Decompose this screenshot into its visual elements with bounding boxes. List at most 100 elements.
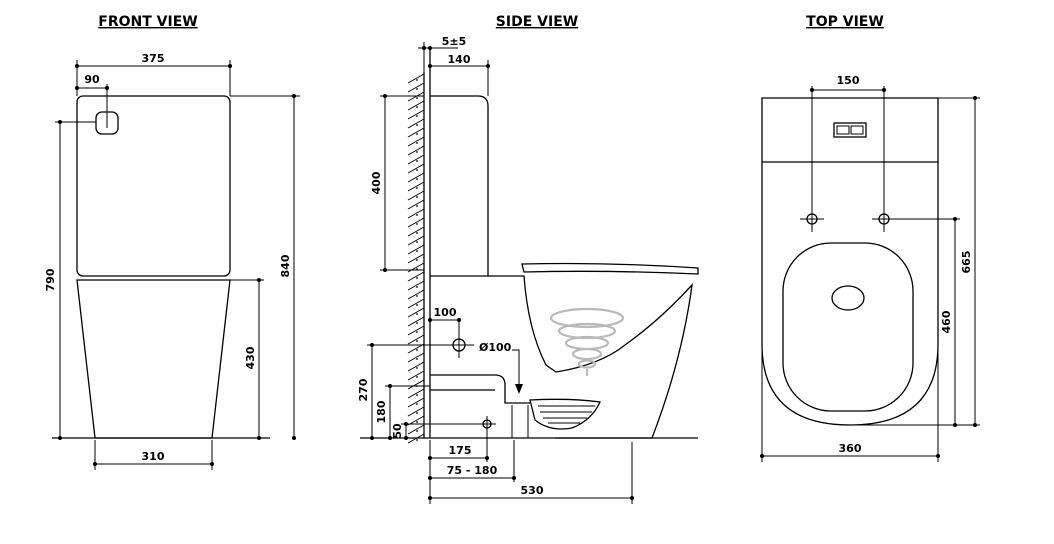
wall-hatch-line [407, 73, 425, 84]
dim-outlet-offset: 100 [434, 306, 457, 319]
wall-hatch-dot [416, 268, 418, 270]
dim-front-width: 375 [142, 52, 165, 65]
wall-hatch-dot [416, 439, 418, 441]
wall-hatching [407, 73, 425, 444]
side-bowl-body [488, 275, 693, 439]
dim-base-width: 310 [142, 450, 165, 463]
wall-hatch-dot [416, 286, 418, 288]
wall-hatch-line [407, 118, 425, 129]
wall-hatch-line [407, 208, 425, 219]
front-view-title: FRONT VIEW [98, 14, 197, 30]
dim-bowl-height: 430 [244, 346, 257, 369]
dim-tank-height: 790 [44, 268, 57, 291]
wall-hatch-dot [416, 133, 418, 135]
wall-hatch-line [407, 379, 425, 390]
wall-hatch-line [407, 298, 425, 309]
wall-hatch-line [407, 271, 425, 282]
side-view: SIDE VIEW [357, 14, 699, 504]
wall-hatch-dot [416, 106, 418, 108]
wall-hatch-line [407, 325, 425, 336]
wall-hatch-dot [416, 295, 418, 297]
wall-hatch-line [407, 397, 425, 408]
wall-hatch-dot [416, 115, 418, 117]
wall-hatch-dot [416, 250, 418, 252]
dim-fixing-spacing: 150 [837, 74, 860, 87]
dim-adjust-range: 75 - 180 [447, 464, 498, 477]
wall-hatch-dot [416, 124, 418, 126]
wall-hatch-line [407, 190, 425, 201]
wall-hatch-line [407, 253, 425, 264]
wall-hatch-line [407, 352, 425, 363]
wall-hatch-dot [416, 349, 418, 351]
trap-ribs [538, 405, 595, 424]
dim-wall-gap: 5±5 [442, 35, 467, 48]
wall-hatch-line [407, 100, 425, 111]
wall-hatch-dot [416, 187, 418, 189]
wall-hatch-dot [416, 223, 418, 225]
wall-hatch-dot [416, 151, 418, 153]
dim-outlet-height-a: 270 [357, 378, 370, 401]
dim-side-depth: 530 [521, 484, 544, 497]
wall-hatch-dot [416, 394, 418, 396]
wall-hatch-line [407, 307, 425, 318]
wall-hatch-dot [416, 340, 418, 342]
top-bowl-opening [831, 285, 865, 311]
wall-hatch-dot [416, 88, 418, 90]
wall-hatch-dot [416, 403, 418, 405]
wall-hatch-dot [416, 214, 418, 216]
wall-hatch-dot [416, 430, 418, 432]
wall-hatch-dot [416, 178, 418, 180]
wall-hatch-dot [416, 169, 418, 171]
front-cistern [76, 95, 231, 277]
front-bowl [76, 279, 231, 439]
wall-hatch-line [407, 109, 425, 120]
wall-hatch-line [407, 361, 425, 372]
dim-fixing-depth: 460 [940, 310, 953, 333]
wall-hatch-line [407, 280, 425, 291]
wall-hatch-dot [416, 259, 418, 261]
dim-outlet-height-b: 180 [375, 400, 388, 423]
wall-hatch-line [407, 217, 425, 228]
flush-swirl-icon [549, 307, 625, 376]
dim-top-width: 360 [839, 442, 862, 455]
wall-hatch-dot [416, 97, 418, 99]
side-cistern [430, 95, 489, 277]
wall-hatch-dot [416, 412, 418, 414]
wall-hatch-line [407, 406, 425, 417]
dim-outlet-height-c: 50 [391, 423, 404, 439]
wall-hatch-dot [416, 304, 418, 306]
dim-fixing-offset: 175 [449, 444, 472, 457]
dim-outlet-diameter: Ø100 [479, 341, 512, 354]
wall-hatch-dot [416, 142, 418, 144]
wall-hatch-line [407, 172, 425, 183]
wall-hatch-line [407, 199, 425, 210]
wall-hatch-dot [416, 277, 418, 279]
wall-hatch-line [407, 370, 425, 381]
wall-hatch-dot [416, 160, 418, 162]
seat-icon [521, 262, 699, 275]
wall-hatch-dot [416, 79, 418, 81]
top-seat [782, 242, 914, 412]
dim-side-tank-height: 400 [370, 171, 383, 194]
wall-hatch-line [407, 424, 425, 435]
front-view: FRONT VIEW 375 90 790 840 [44, 14, 300, 470]
dual-flush-button-icon [833, 122, 867, 138]
dim-total-height: 840 [279, 254, 292, 277]
wall-hatch-dot [416, 376, 418, 378]
top-view: TOP VIEW 150 665 460 [760, 14, 980, 462]
wall-hatch-line [407, 262, 425, 273]
wall-hatch-dot [416, 331, 418, 333]
wall-hatch-dot [416, 322, 418, 324]
wall-hatch-line [407, 127, 425, 138]
wall-hatch-line [407, 244, 425, 255]
wall-hatch-line [407, 163, 425, 174]
top-view-title: TOP VIEW [806, 14, 884, 30]
wall-hatch-line [407, 154, 425, 165]
trap-icon [529, 398, 601, 430]
wall-hatch-line [407, 235, 425, 246]
wall-hatch-dot [416, 196, 418, 198]
dim-tank-depth: 140 [448, 53, 471, 66]
wall-hatch-dot [416, 313, 418, 315]
wall-hatch-line [407, 334, 425, 345]
